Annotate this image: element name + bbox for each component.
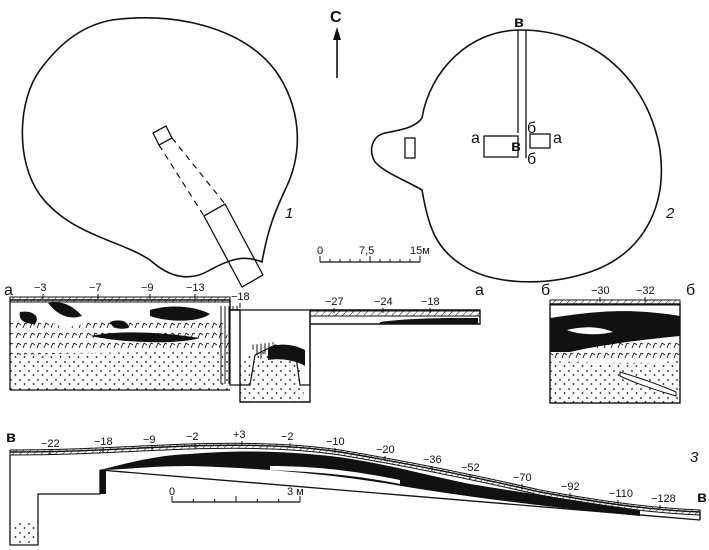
section-a-pit-fill (240, 350, 305, 402)
section-a-dark-4 (110, 320, 129, 329)
section-v-white-gap (270, 466, 400, 484)
section-a-end-left: а (4, 282, 13, 299)
section-v-depth-label: −22 (41, 438, 60, 450)
scale-plan-end: 15м (410, 245, 430, 257)
section-v-base (99, 469, 701, 521)
section-a-depth-label: −7 (89, 282, 102, 294)
trench-1-inner (152, 125, 173, 146)
section-a-dark-3 (19, 311, 37, 324)
section-a-surface (9, 296, 231, 303)
section-v-depth-label: −2 (281, 431, 294, 443)
section-v-depth-label: +3 (233, 429, 246, 441)
section-b-streak (619, 371, 677, 397)
section-b-depth-label: −32 (636, 285, 655, 297)
label-a-left: а (471, 130, 480, 147)
plan-2-number: 2 (665, 205, 675, 222)
section-v-depth-label: −9 (143, 434, 156, 446)
section-a-depth-label: −3 (34, 282, 47, 294)
section-v-depth-label: −52 (461, 462, 480, 474)
mound-outline-2 (370, 29, 663, 283)
section-v-surface (9, 442, 701, 516)
section-a-outline (10, 299, 481, 403)
north-label: С (330, 9, 342, 26)
section-a-depth-label: −9 (141, 282, 154, 294)
section-a-sand (10, 350, 230, 390)
section-b-end-right: б (686, 282, 695, 299)
scale-bar-section: 0 3 м (169, 486, 304, 503)
label-v-top: в (514, 14, 524, 31)
section-b-end-left: б (541, 282, 550, 299)
plan-2: в в а а б б 2 (370, 14, 675, 283)
scale-section-0: 0 (169, 486, 175, 498)
section-a-dark-2 (150, 306, 210, 321)
section-v-depth-label: −128 (651, 493, 676, 505)
mound-outline-1 (21, 17, 299, 278)
section-a-right-dark (380, 318, 478, 324)
section-a-depth-label: −18 (421, 296, 440, 308)
label-b-bottom: б (527, 151, 536, 168)
section-b: б б −30 −32 (541, 282, 695, 404)
section-a-pit-hatch (250, 342, 275, 360)
section-v-depth-label: −20 (376, 444, 395, 456)
trench-1-dashed-a (158, 144, 205, 217)
section-v-end-right: в (697, 489, 707, 506)
section-a-surface-right (309, 310, 481, 317)
label-v-mid: в (511, 138, 521, 155)
section-v-depth-label: −10 (326, 436, 345, 448)
section-b-surface (549, 299, 681, 306)
trench-1-outer (203, 203, 264, 288)
plan-1: 1 (21, 17, 299, 288)
section-b-depth-label: −30 (591, 285, 610, 297)
north-arrow-head (333, 27, 341, 40)
label-b-top: б (527, 120, 536, 137)
section-v: в в 3 −22 −18 −9 −2 +3 −2 −10 −20 −36 −52 −70 −92 −1… (6, 429, 707, 546)
scale-plan-0: 0 (317, 245, 323, 257)
section-v-trench-fill (12, 520, 36, 544)
section-a-depth-label: −18 (231, 291, 250, 303)
section-a-dark-1 (48, 302, 82, 318)
section-v-depth-label: −70 (513, 472, 532, 484)
section-v-end-left: в (6, 429, 16, 446)
section-a-depth-label: −27 (325, 296, 344, 308)
section-b-sand (550, 360, 680, 403)
section-a-depth-label: −13 (186, 282, 205, 294)
section-v-dark (100, 451, 640, 516)
section-a-end-right: а (475, 282, 484, 299)
section-v-depth-label: −18 (94, 436, 113, 448)
section-v-depth-label: −92 (561, 481, 580, 493)
section-a: а а −3 −7 −9 −13 −18 −27 −24 −18 (4, 282, 484, 403)
section-v-depth-label: −2 (186, 431, 199, 443)
scale-bar-plan: 0 7,5 15м (317, 245, 430, 263)
trench-1-dashed-b (171, 137, 226, 205)
label-a-right: а (553, 130, 562, 147)
section-v-depth-label: −110 (609, 488, 633, 500)
small-pit (404, 137, 416, 159)
section-a-pit-dark (268, 344, 305, 366)
section-v-trench-dark (100, 470, 106, 494)
trench-2-cross (483, 135, 519, 158)
section-a-depth-label: −24 (374, 296, 393, 308)
section-a-dark-5 (90, 332, 200, 343)
section-v-depth-label: −36 (423, 454, 442, 466)
scale-plan-mid: 7,5 (359, 245, 374, 257)
plan-1-number: 1 (285, 205, 293, 222)
north-arrow: С (330, 9, 342, 78)
scale-section-end: 3 м (287, 486, 304, 498)
section-b-lens (563, 326, 617, 336)
section-v-number: 3 (690, 449, 699, 466)
trench-2-right (529, 133, 551, 149)
